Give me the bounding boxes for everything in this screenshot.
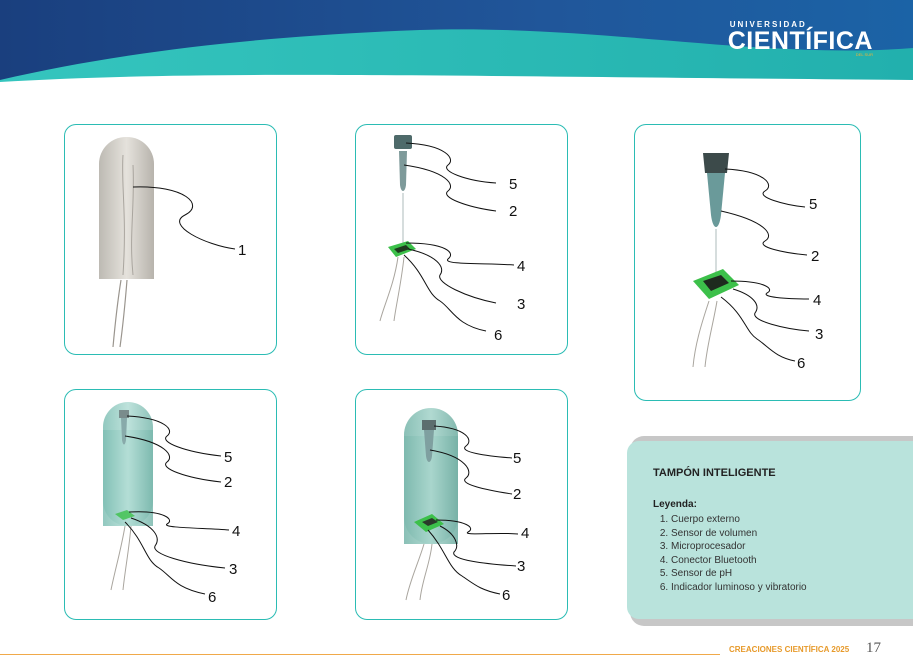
label-3: 3 xyxy=(815,326,823,343)
university-logo: UNIVERSIDAD CIENTÍFICA DEL SUR xyxy=(728,20,873,57)
header-wave xyxy=(0,0,913,86)
footer-publication: CREACIONES CIENTÍFICA 2025 xyxy=(729,645,850,654)
legend-item: Sensor de volumen xyxy=(671,527,913,541)
label-5: 5 xyxy=(513,450,521,467)
page-header: UNIVERSIDAD CIENTÍFICA DEL SUR xyxy=(0,0,913,86)
legend-item: Microprocesador xyxy=(671,540,913,554)
label-3: 3 xyxy=(517,558,525,575)
figure-panel-4: 5 2 4 3 6 xyxy=(64,389,277,620)
label-2: 2 xyxy=(513,486,521,503)
legend-box: TAMPÓN INTELIGENTE Leyenda: Cuerpo exter… xyxy=(627,441,913,619)
label-4: 4 xyxy=(517,258,525,275)
label-5: 5 xyxy=(509,176,517,193)
label-6: 6 xyxy=(494,327,502,344)
tampon-outer-illustration: 1 xyxy=(99,137,246,348)
label-3: 3 xyxy=(229,561,237,578)
footer-divider xyxy=(0,654,720,655)
label-2: 2 xyxy=(224,474,232,491)
figure-panel-1: 1 xyxy=(64,124,277,355)
figure-panel-3: 5 2 4 3 6 xyxy=(634,124,861,401)
sensor-assembly-illustration: 5 2 4 3 6 xyxy=(379,135,525,344)
transparent-tampon-illustration: 5 2 4 3 6 xyxy=(103,402,240,606)
label-6: 6 xyxy=(502,587,510,604)
legend-item: Indicador luminoso y vibratorio xyxy=(671,581,913,595)
legend-item: Conector Bluetooth xyxy=(671,554,913,568)
sensor-detail-illustration: 5 2 4 3 6 xyxy=(692,153,823,372)
label-3: 3 xyxy=(517,296,525,313)
legend-title: TAMPÓN INTELIGENTE xyxy=(653,467,776,479)
logo-main-text: CIENTÍFICA xyxy=(727,27,873,55)
label-6: 6 xyxy=(797,355,805,372)
legend-item: Cuerpo externo xyxy=(671,513,913,527)
label-4: 4 xyxy=(521,525,529,542)
label-4: 4 xyxy=(232,523,240,540)
legend-item: Sensor de pH xyxy=(671,567,913,581)
label-2: 2 xyxy=(509,203,517,220)
label-4: 4 xyxy=(813,292,821,309)
page-number: 17 xyxy=(866,640,881,656)
figure-panel-2: 5 2 4 3 6 xyxy=(355,124,568,355)
label-1: 1 xyxy=(238,242,246,259)
label-5: 5 xyxy=(809,196,817,213)
logo-top-text: UNIVERSIDAD xyxy=(729,20,807,29)
figure-panel-5: 5 2 4 3 6 xyxy=(355,389,568,620)
label-2: 2 xyxy=(811,248,819,265)
legend-list: Cuerpo externo Sensor de volumen Micropr… xyxy=(653,513,913,594)
legend-subtitle: Leyenda: xyxy=(653,499,697,510)
logo-sub-text: DEL SUR xyxy=(855,52,873,57)
label-5: 5 xyxy=(224,449,232,466)
label-6: 6 xyxy=(208,589,216,606)
transparent-detail-illustration: 5 2 4 3 6 xyxy=(404,408,529,604)
